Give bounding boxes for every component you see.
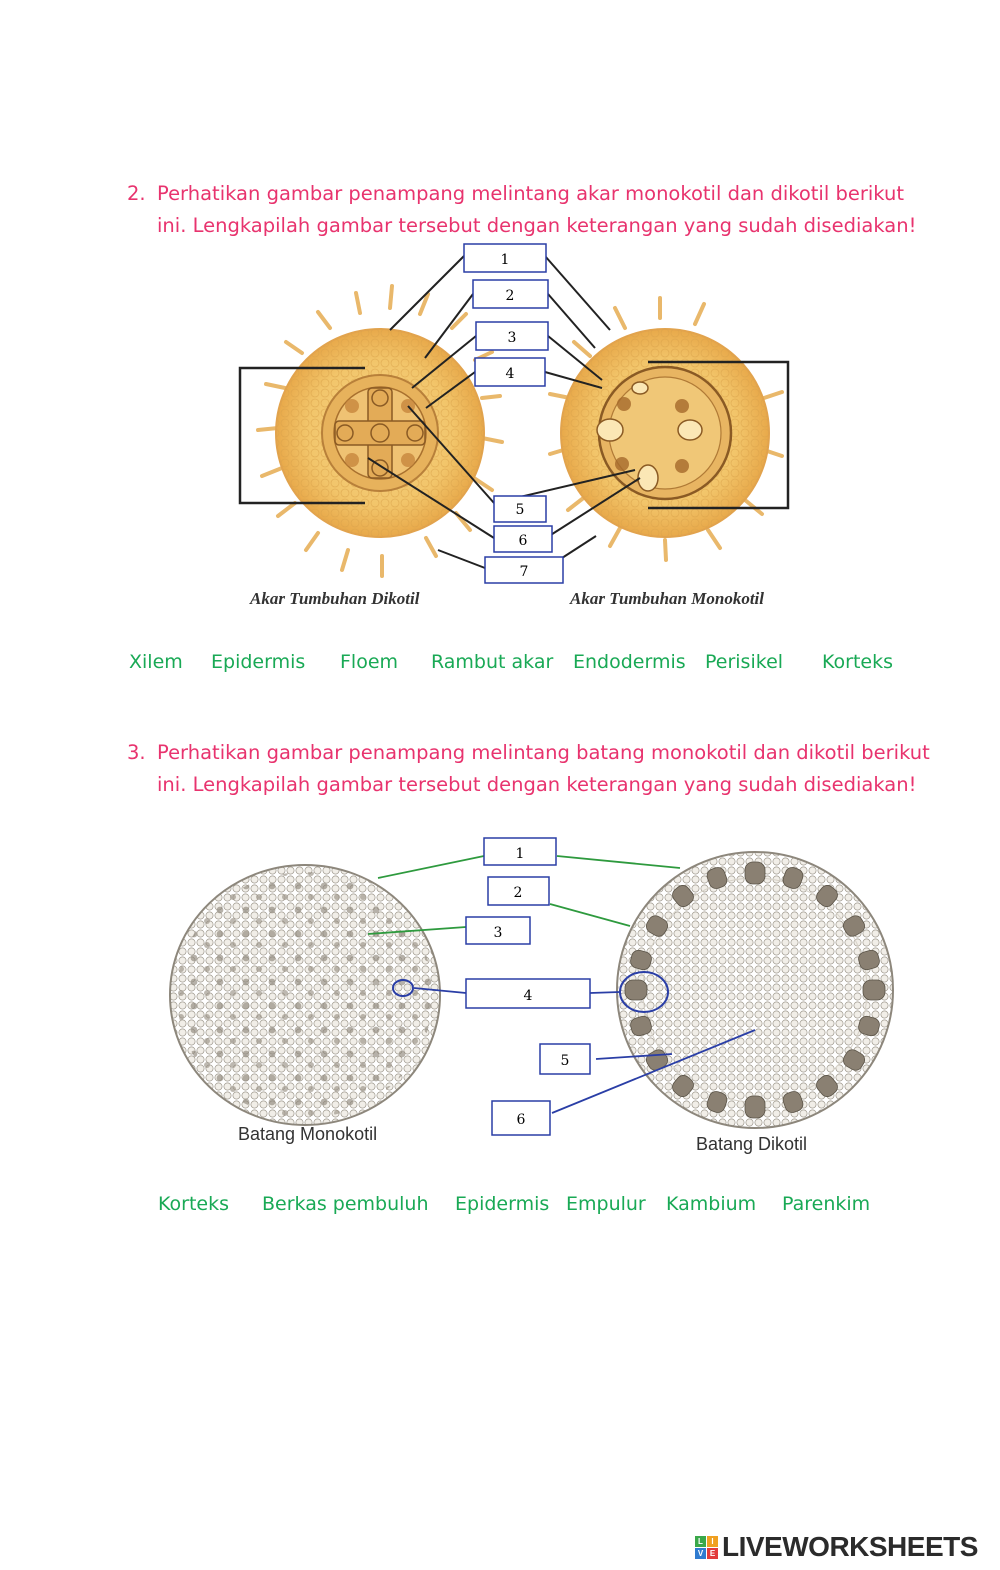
stem-leader-lines xyxy=(367,855,756,1114)
root-hairs-left xyxy=(256,284,504,578)
stem-label-box-1[interactable]: 1 xyxy=(483,837,557,866)
word-berkas-pembuluh[interactable]: Berkas pembuluh xyxy=(262,1193,429,1215)
word-korteks-3[interactable]: Korteks xyxy=(158,1193,229,1215)
root-label-box-6[interactable]: 6 xyxy=(493,525,553,553)
svg-text:2: 2 xyxy=(514,885,523,901)
stem-label-box-4[interactable]: 4 xyxy=(465,978,591,1009)
root-caption-dicot: Akar Tumbuhan Dikotil xyxy=(249,589,420,608)
question-2-line-1: Perhatikan gambar penampang melintang ak… xyxy=(157,182,904,205)
svg-text:1: 1 xyxy=(501,252,510,268)
stem-label-box-6[interactable]: 6 xyxy=(491,1100,551,1136)
question-3-line-1: Perhatikan gambar penampang melintang ba… xyxy=(157,741,930,764)
monocot-phloem xyxy=(615,397,689,473)
word-endodermis[interactable]: Endodermis xyxy=(573,651,686,673)
root-label-box-5[interactable]: 5 xyxy=(493,495,547,523)
question-2: 2. Perhatikan gambar penampang melintang… xyxy=(127,178,927,242)
svg-text:4: 4 xyxy=(524,988,533,1004)
dicot-vascular-ring xyxy=(624,861,886,1119)
question-3-line-2: ini. Lengkapilah gambar tersebut dengan … xyxy=(157,773,917,796)
root-label-boxes: 1 2 3 4 5 6 7 xyxy=(463,243,564,584)
stem-label-box-2[interactable]: 2 xyxy=(487,876,550,906)
root-label-box-4[interactable]: 4 xyxy=(474,357,546,387)
word-kambium[interactable]: Kambium xyxy=(666,1193,757,1215)
stem-caption-monocot: Batang Monokotil xyxy=(238,1124,377,1144)
question-3: 3. Perhatikan gambar penampang melintang… xyxy=(127,737,930,801)
stem-label-boxes: 1 2 3 4 5 6 xyxy=(465,837,591,1136)
svg-text:6: 6 xyxy=(519,533,528,549)
word-empulur[interactable]: Empulur xyxy=(566,1193,646,1215)
question-3-number: 3. xyxy=(127,741,146,764)
root-cross-section-figure: 1 2 3 4 5 6 7 Akar Tumbuhan Dikotil Akar… xyxy=(238,243,790,608)
svg-text:4: 4 xyxy=(506,366,515,382)
stem-label-box-5[interactable]: 5 xyxy=(539,1043,591,1075)
root-label-box-2[interactable]: 2 xyxy=(472,279,549,309)
svg-text:5: 5 xyxy=(516,502,525,518)
word-xilem[interactable]: Xilem xyxy=(129,651,183,673)
monocot-stem: Batang Monokotil xyxy=(169,864,441,1144)
word-korteks[interactable]: Korteks xyxy=(822,651,893,673)
dicot-root xyxy=(238,284,504,578)
svg-text:3: 3 xyxy=(494,925,503,941)
svg-text:7: 7 xyxy=(520,564,529,580)
monocot-root xyxy=(548,296,790,562)
word-epidermis-3[interactable]: Epidermis xyxy=(455,1193,550,1215)
word-perisikel[interactable]: Perisikel xyxy=(705,651,784,673)
liveworksheets-wordmark: LIVEWORKSHEETS xyxy=(722,1531,978,1562)
liveworksheets-logo-icon: L I V E xyxy=(695,1535,718,1559)
word-bank-3: Korteks Berkas pembuluh Epidermis Empulu… xyxy=(0,1193,1000,1219)
svg-text:5: 5 xyxy=(561,1053,570,1069)
root-leader-lines xyxy=(367,255,641,569)
monocot-xylem xyxy=(596,381,703,492)
svg-text:2: 2 xyxy=(506,288,515,304)
word-floem[interactable]: Floem xyxy=(340,651,399,673)
root-caption-monocot: Akar Tumbuhan Monokotil xyxy=(569,589,764,608)
root-label-box-3[interactable]: 3 xyxy=(475,321,549,351)
question-2-line-2: ini. Lengkapilah gambar tersebut dengan … xyxy=(157,214,917,237)
stem-label-box-3[interactable]: 3 xyxy=(465,916,531,945)
stem-caption-dicot: Batang Dikotil xyxy=(696,1134,807,1154)
word-parenkim[interactable]: Parenkim xyxy=(782,1193,871,1215)
svg-text:1: 1 xyxy=(516,846,525,862)
word-epidermis[interactable]: Epidermis xyxy=(211,651,306,673)
svg-text:6: 6 xyxy=(517,1112,526,1128)
root-label-box-1[interactable]: 1 xyxy=(463,243,547,273)
stem-cross-section-figure: Batang Monokotil Bata xyxy=(169,837,894,1154)
question-2-number: 2. xyxy=(127,182,146,205)
word-rambut-akar[interactable]: Rambut akar xyxy=(431,651,554,673)
root-label-box-7[interactable]: 7 xyxy=(484,556,564,584)
svg-text:3: 3 xyxy=(508,330,517,346)
liveworksheets-brand[interactable]: L I V E LIVEWORKSHEETS xyxy=(695,1531,978,1562)
dicot-stem: Batang Dikotil xyxy=(616,851,894,1154)
word-bank-2: Xilem Epidermis Floem Rambut akar Endode… xyxy=(0,651,1000,677)
